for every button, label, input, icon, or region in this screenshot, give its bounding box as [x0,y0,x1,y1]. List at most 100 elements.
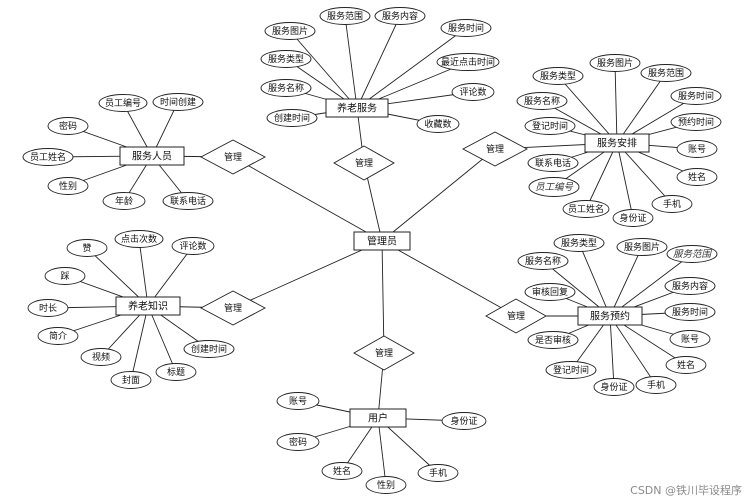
attribute-label: 创建时间 [191,343,227,355]
attribute-ellipse [266,109,318,127]
attribute-booking: 身份证 [593,378,635,396]
attribute-ellipse [319,7,371,25]
watermark: CSDN @铁川毕设程序 [630,484,742,497]
attribute-link [289,30,358,109]
entity-label: 养老知识 [128,300,168,313]
attribute-ellipse [670,113,722,131]
attribute-label: 服务类型 [268,53,304,65]
attribute-label: 服务图片 [624,241,660,253]
attribute-ellipse [527,154,579,172]
attribute-ellipse [276,392,320,410]
attribute-label: 最近点击时间 [441,56,495,68]
attribute-ellipse [640,64,692,82]
attribute-label: 身份证 [600,381,627,393]
attribute-booking: 手机 [635,376,677,394]
attribute-label: 服务图片 [597,57,633,69]
entity-user: 用户 [349,408,407,428]
entity-knowledge: 养老知识 [115,296,181,316]
attribute-staff: 员工编号 [98,94,148,112]
attribute-link [356,15,401,109]
relationship-link [381,148,496,242]
attribute-schedule: 员工姓名 [562,200,610,218]
attribute-user: 密码 [276,433,320,451]
attribute-label: 身份证 [619,212,646,224]
entity-label: 用户 [368,412,388,425]
attribute-label: 登记时间 [553,364,589,376]
attribute-link [609,253,693,317]
attribute-staff: 密码 [47,117,89,135]
attribute-label: 服务时间 [672,306,708,318]
attribute-label: 审核回复 [532,286,568,298]
attribute-ellipse [676,140,718,158]
relationship-label: 管理 [507,310,525,322]
attribute-label: 手机 [647,379,665,391]
attribute-schedule: 员工编号 [528,177,580,197]
attribute-user: 性别 [365,476,407,494]
relationship-diamond [353,335,415,371]
attribute-elder-service: 服务图片 [264,22,316,40]
attribute-elder-service: 服务时间 [440,19,492,37]
relationship-label: 管理 [224,151,242,163]
attribute-label: 姓名 [677,359,695,371]
attribute-knowledge: 时长 [27,299,69,317]
attribute-link [344,15,358,109]
attribute-elder-service: 创建时间 [266,109,318,127]
attribute-label: 是否审核 [535,334,571,346]
attribute-knowledge: 简介 [37,327,79,345]
attribute-elder-service: 服务名称 [260,79,312,97]
attribute-label: 服务名称 [268,82,304,94]
attribute-label: 踩 [60,271,69,282]
attribute-link [585,142,618,210]
attribute-label: 赞 [82,242,91,254]
attribute-ellipse [670,87,722,105]
attribute-label: 服务时间 [678,90,714,102]
attribute-label: 账号 [289,396,307,407]
attribute-schedule: 服务范围 [640,64,692,82]
attribute-label: 员工姓名 [30,151,66,163]
entity-label: 服务人员 [132,150,172,163]
entity-box [349,408,407,428]
attribute-label: 手机 [663,198,681,210]
attribute-label: 时长 [39,302,57,314]
attribute-staff: 性别 [47,177,89,195]
attribute-ellipse [635,376,677,394]
attribute-knowledge: 标题 [155,363,197,381]
entity-label: 服务安排 [597,137,637,150]
attribute-label: 服务内容 [382,10,418,22]
attribute-ellipse [155,363,197,381]
attribute-ellipse [612,209,654,227]
relationship-user: 管理 [353,335,415,371]
attribute-ellipse [260,50,312,68]
attribute-link [616,142,673,205]
attribute-ellipse [22,148,74,166]
relationship-diamond [200,290,266,326]
attribute-schedule: 联系电话 [527,154,579,172]
attribute-booking: 服务名称 [517,252,569,270]
attribute-ellipse [66,239,108,257]
attribute-label: 性别 [377,479,395,491]
attribute-label: 简介 [49,330,67,342]
entity-label: 管理员 [367,235,397,248]
relationship-label: 管理 [375,347,393,359]
attribute-staff: 员工姓名 [22,148,74,166]
attribute-link [147,245,194,307]
attribute-elder-service: 服务类型 [260,50,312,68]
attribute-link [356,27,467,109]
attribute-label: 服务类型 [540,70,576,82]
attribute-ellipse [417,464,459,482]
entity-box [353,231,411,251]
entity-label: 服务预约 [590,310,630,323]
attribute-ellipse [171,237,215,255]
attribute-user: 身份证 [441,412,487,430]
attribute-label: 服务范围 [648,67,684,79]
attribute-ellipse [98,94,148,112]
attribute-label: 视频 [92,351,110,363]
entity-box [119,146,185,166]
attribute-link [138,238,149,307]
attribute-ellipse [44,267,86,285]
attribute-ellipse [162,192,214,210]
attribute-staff: 年龄 [102,192,146,210]
attribute-label: 标题 [167,366,185,378]
attribute-label: 登记时间 [532,120,568,132]
attribute-booking: 审核回复 [524,283,576,301]
